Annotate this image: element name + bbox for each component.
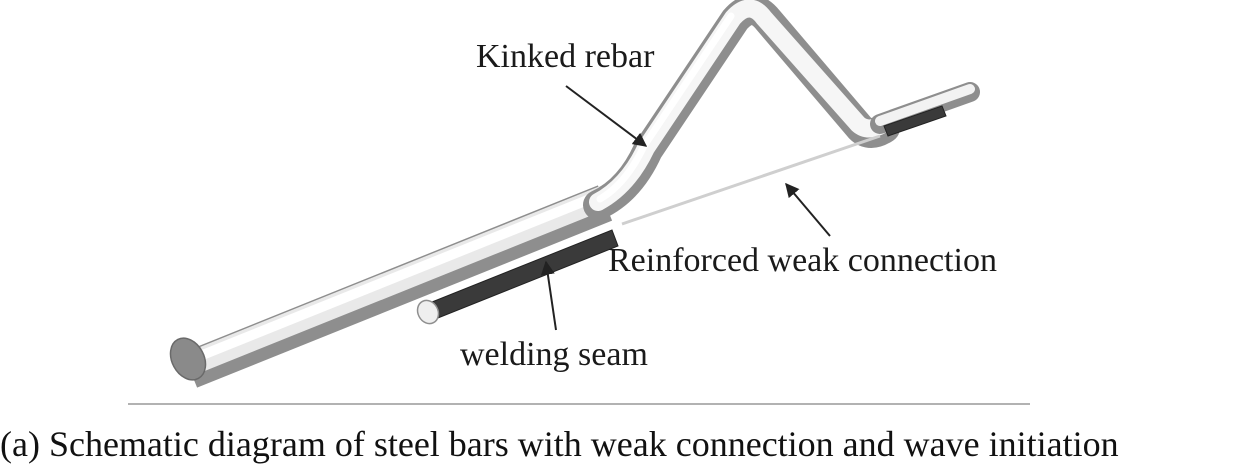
welding-seam-right (883, 105, 947, 137)
arrow-welding-seam (540, 260, 557, 331)
arrow-kinked-rebar (565, 85, 648, 147)
welding-seam-label: welding seam (460, 336, 648, 373)
figure-caption: (a) Schematic diagram of steel bars with… (0, 424, 1119, 464)
reinforced-connection-label: Reinforced weak connection (608, 242, 997, 279)
kinked-rebar-label: Kinked rebar (476, 38, 655, 75)
welded-bar-end-cap (416, 299, 440, 325)
rebar-end-cap (169, 337, 207, 381)
weak-connection-line (621, 134, 881, 226)
arrow-reinforced-connection (785, 182, 831, 237)
right-short-rebar (870, 82, 980, 134)
main-rebar (169, 185, 613, 388)
welding-seam-left (416, 229, 619, 325)
